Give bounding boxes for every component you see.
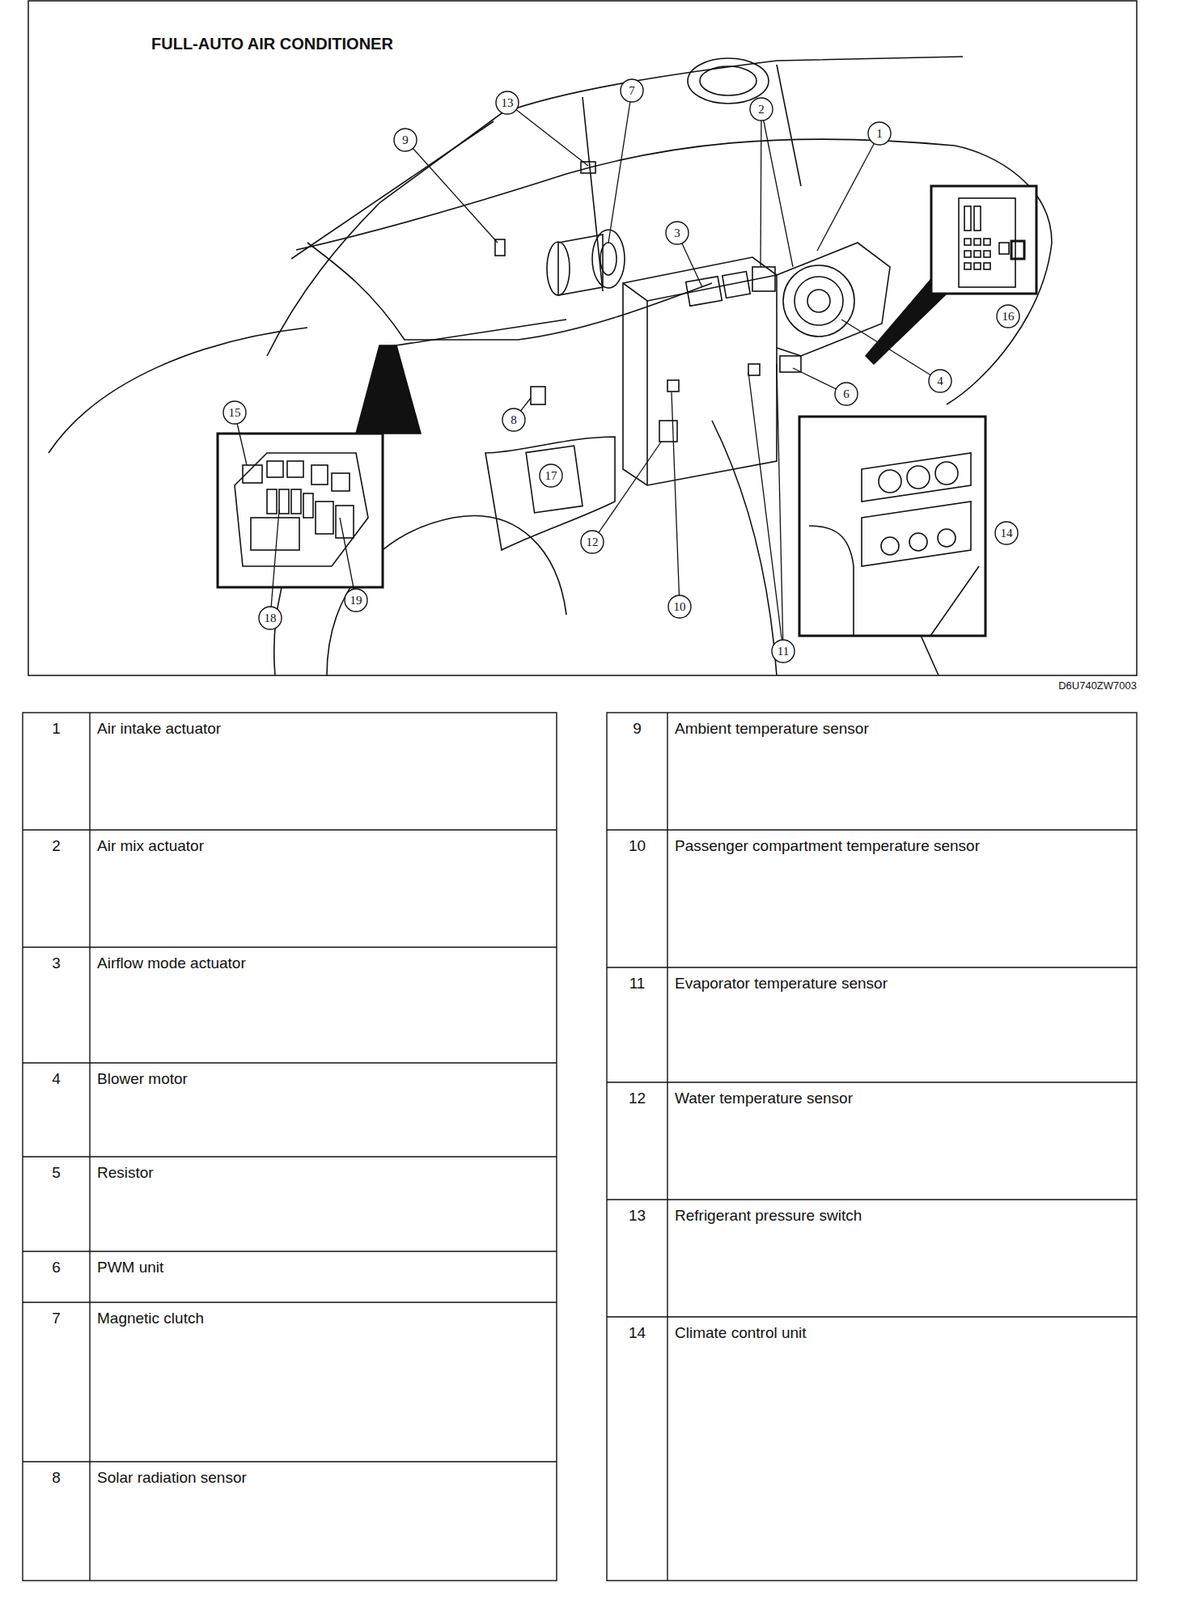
figure-frame: [28, 0, 1137, 676]
part-name: Evaporator temperature sensor: [674, 974, 1130, 993]
part-name: Solar radiation sensor: [97, 1469, 550, 1488]
part-name: Air mix actuator: [97, 837, 550, 856]
callout-circles: [223, 79, 1020, 663]
junction-box-inset: [865, 186, 1037, 365]
callout-number: 7: [620, 79, 644, 102]
row-number: 2: [22, 837, 90, 856]
callout-number: 10: [668, 595, 691, 619]
figure-title: FULL-AUTO AIR CONDITIONER: [151, 34, 394, 54]
callout-number: 11: [771, 639, 795, 663]
console-inset: [799, 416, 986, 636]
compressor: [546, 161, 625, 296]
part-name: PWM unit: [97, 1258, 550, 1277]
callout-number: 13: [495, 91, 519, 115]
car-body: [48, 56, 1052, 676]
callout-number: 19: [344, 589, 368, 612]
solar-sensor: [530, 386, 546, 405]
part-name: Water temperature sensor: [674, 1089, 1130, 1108]
row-number: 3: [22, 954, 90, 973]
part-name: Airflow mode actuator: [97, 954, 550, 973]
table-grid: [22, 712, 1137, 1581]
row-number: 6: [22, 1258, 90, 1277]
part-name: Blower motor: [97, 1070, 550, 1089]
row-number: 10: [606, 837, 668, 856]
part-name: Ambient temperature sensor: [674, 720, 1130, 738]
figure-code: D6U740ZW7003: [1058, 679, 1137, 692]
part-name: Resistor: [97, 1164, 550, 1183]
row-number: 7: [22, 1309, 90, 1328]
callout-number: 12: [580, 530, 604, 554]
callout-number: 15: [223, 401, 246, 424]
callout-number: 8: [502, 408, 526, 432]
fuse-block-inset: [217, 345, 421, 588]
row-number: 9: [606, 720, 668, 738]
row-number: 13: [606, 1207, 668, 1225]
control-module: [525, 445, 583, 513]
part-name: Climate control unit: [674, 1324, 1130, 1343]
row-number: 4: [22, 1070, 90, 1089]
row-number: 5: [22, 1164, 90, 1183]
callout-number: 14: [995, 521, 1018, 545]
callout-number: 18: [258, 606, 282, 630]
callout-number: 6: [834, 382, 858, 406]
callout-number: 3: [665, 221, 689, 245]
callout-number: 16: [996, 305, 1020, 328]
callout-number: 17: [539, 464, 563, 488]
part-name: Magnetic clutch: [97, 1309, 550, 1328]
row-number: 8: [22, 1469, 90, 1488]
callout-number: 2: [750, 97, 773, 121]
row-number: 14: [606, 1324, 668, 1343]
callout-number: 4: [928, 369, 952, 393]
part-name: Air intake actuator: [97, 720, 550, 738]
row-number: 1: [22, 720, 90, 738]
row-number: 12: [606, 1089, 668, 1108]
row-number: 11: [606, 974, 668, 993]
callout-number: 1: [868, 122, 891, 145]
part-name: Refrigerant pressure switch: [674, 1207, 1130, 1225]
callout-number: 9: [394, 128, 417, 152]
leader-lines: [234, 90, 941, 652]
part-name: Passenger compartment temperature sensor: [674, 837, 1130, 856]
